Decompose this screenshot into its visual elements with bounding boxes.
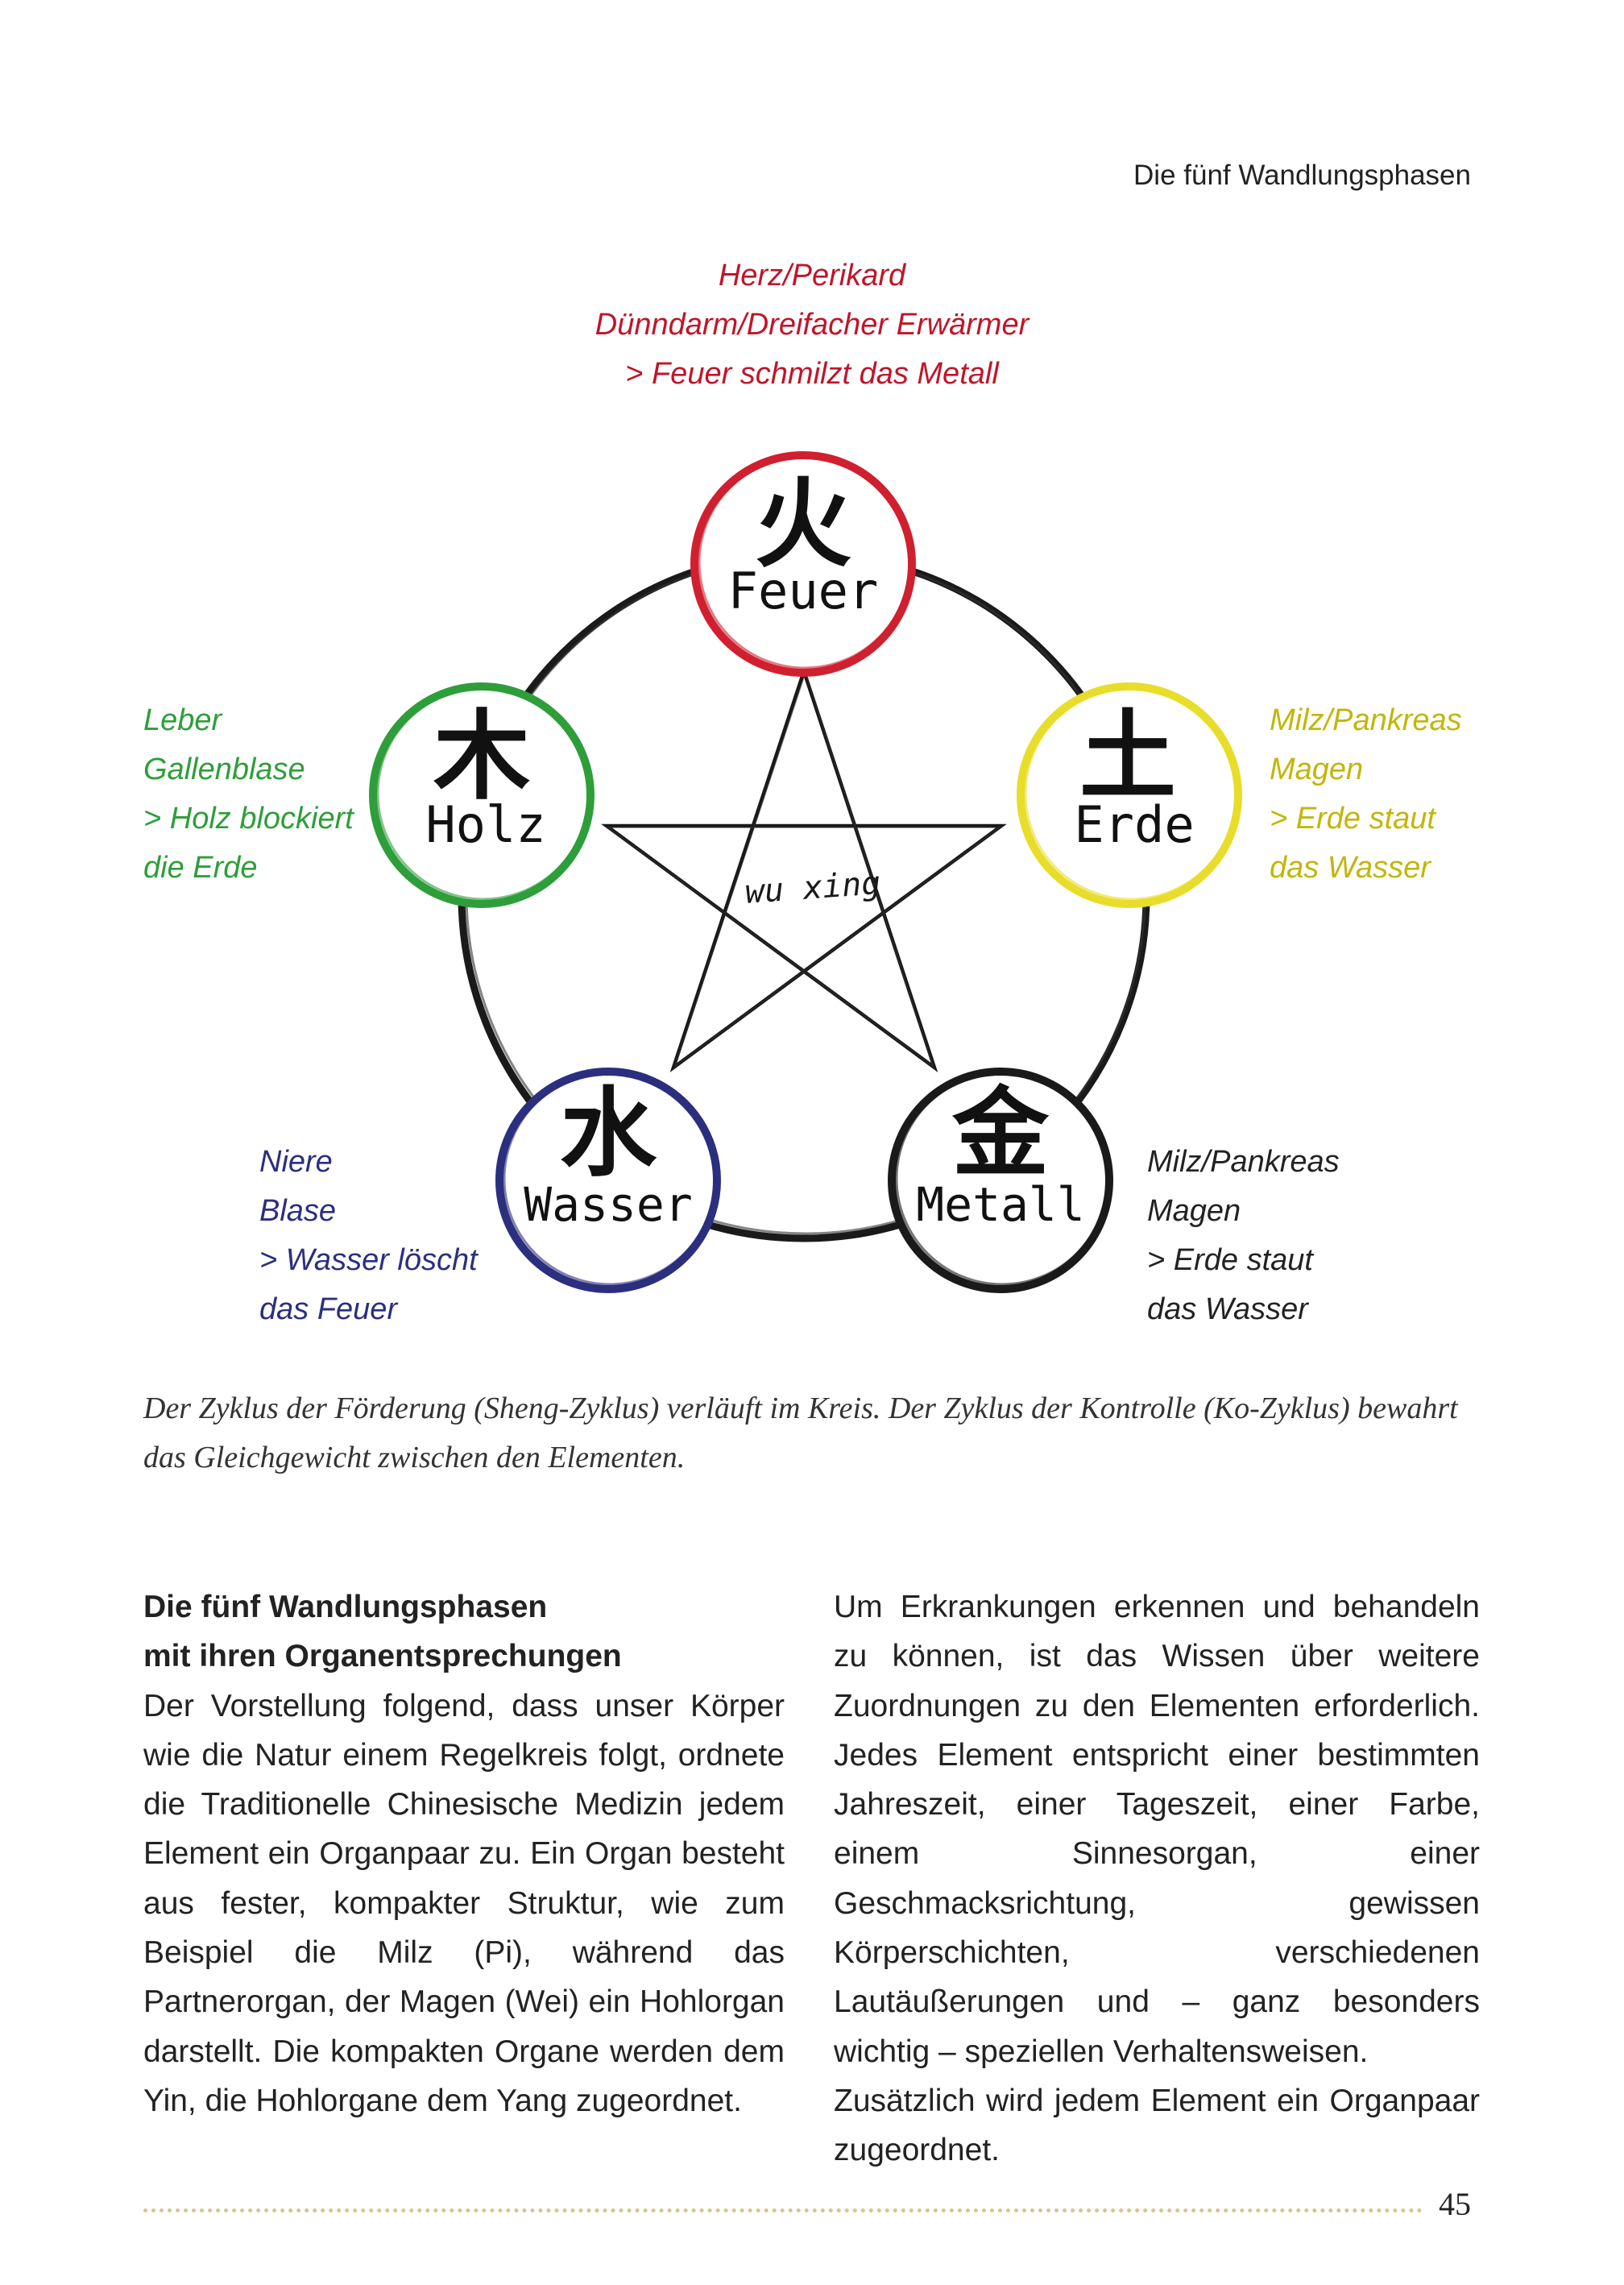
section-heading: Die fünf Wandlungsphasen mit ihren Organ… bbox=[143, 1582, 785, 1682]
metal-organ-label: Milz/Pankreas Magen > Erde staut das Was… bbox=[1147, 1138, 1340, 1334]
earth-label-line-4: das Wasser bbox=[1270, 851, 1431, 885]
wu-xing-diagram: wu xing 火 Feuer 木 Holz 土 Erde 水 Wasser 金… bbox=[369, 451, 1242, 1293]
element-wasser: 水 Wasser bbox=[495, 1068, 721, 1293]
section-heading-line-2: mit ihren Organentsprechungen bbox=[143, 1639, 622, 1674]
right-paragraph-1: Um Erkrankungen erkennen und behandeln z… bbox=[834, 1590, 1480, 2069]
left-paragraph: Der Vorstellung folgend, dass unser Körp… bbox=[143, 1688, 785, 2118]
earth-label-line-1: Milz/Pankreas bbox=[1270, 703, 1462, 737]
metal-label-line-2: Magen bbox=[1147, 1194, 1241, 1228]
element-metall: 金 Metall bbox=[888, 1068, 1113, 1293]
metal-label-line-3: > Erde staut bbox=[1147, 1243, 1313, 1277]
water-label-line-3: > Wasser löscht bbox=[259, 1243, 478, 1277]
wood-label-line-4: die Erde bbox=[143, 851, 258, 885]
figure-caption: Der Zyklus der Förderung (Sheng-Zyklus) … bbox=[143, 1391, 1458, 1474]
left-column: Die fünf Wandlungsphasen mit ihren Organ… bbox=[143, 1582, 785, 2125]
wood-label-line-2: Gallenblase bbox=[143, 753, 305, 786]
wood-label-line-1: Leber bbox=[143, 703, 222, 737]
wood-character: 木 bbox=[433, 701, 530, 813]
earth-label-line-3: > Erde staut bbox=[1270, 802, 1436, 836]
water-label-line-1: Niere bbox=[259, 1145, 333, 1179]
element-feuer: 火 Feuer bbox=[690, 451, 916, 677]
page-number: 45 bbox=[1439, 2186, 1471, 2222]
fire-label-line-1: Herz/Perikard bbox=[718, 259, 906, 292]
wood-label-line-3: > Holz blockiert bbox=[143, 802, 354, 836]
metal-character: 金 bbox=[951, 1078, 1050, 1190]
earth-character: 土 bbox=[1079, 701, 1176, 813]
earth-name: Erde bbox=[1074, 795, 1194, 854]
footer-dotted-rule bbox=[143, 2208, 1423, 2212]
water-organ-label: Niere Blase > Wasser löscht das Feuer bbox=[259, 1138, 478, 1334]
earth-organ-label: Milz/Pankreas Magen > Erde staut das Was… bbox=[1270, 696, 1462, 893]
fire-character: 火 bbox=[755, 469, 851, 581]
ko-cycle-star bbox=[601, 665, 1007, 1072]
running-head: Die fünf Wandlungsphasen bbox=[1133, 160, 1471, 191]
wood-organ-label: Leber Gallenblase > Holz blockiert die E… bbox=[143, 696, 354, 893]
water-label-line-4: das Feuer bbox=[259, 1292, 398, 1326]
fire-label-line-3: > Feuer schmilzt das Metall bbox=[625, 357, 999, 391]
metal-label-line-1: Milz/Pankreas bbox=[1147, 1145, 1340, 1179]
earth-label-line-2: Magen bbox=[1270, 753, 1364, 786]
ko-cycle-star-sketch bbox=[606, 670, 1002, 1068]
fire-name: Feuer bbox=[728, 562, 879, 620]
fire-organ-label: Herz/Perikard Dünndarm/Dreifacher Erwärm… bbox=[0, 251, 1624, 399]
water-label-line-2: Blase bbox=[259, 1194, 337, 1228]
metal-name: Metall bbox=[916, 1177, 1085, 1232]
element-erde: 土 Erde bbox=[1017, 682, 1242, 908]
metal-label-line-4: das Wasser bbox=[1147, 1292, 1308, 1326]
center-label: wu xing bbox=[744, 865, 881, 911]
right-paragraph-2: Zusätzlich wird jedem Element ein Organp… bbox=[834, 2083, 1480, 2168]
right-column: Um Erkrankungen erkennen und behandeln z… bbox=[834, 1582, 1480, 2175]
element-holz: 木 Holz bbox=[369, 682, 594, 908]
water-character: 水 bbox=[560, 1078, 657, 1190]
section-heading-line-1: Die fünf Wandlungsphasen bbox=[143, 1590, 548, 1624]
water-name: Wasser bbox=[524, 1177, 693, 1232]
wood-name: Holz bbox=[425, 795, 545, 854]
fire-label-line-2: Dünndarm/Dreifacher Erwärmer bbox=[594, 308, 1030, 342]
